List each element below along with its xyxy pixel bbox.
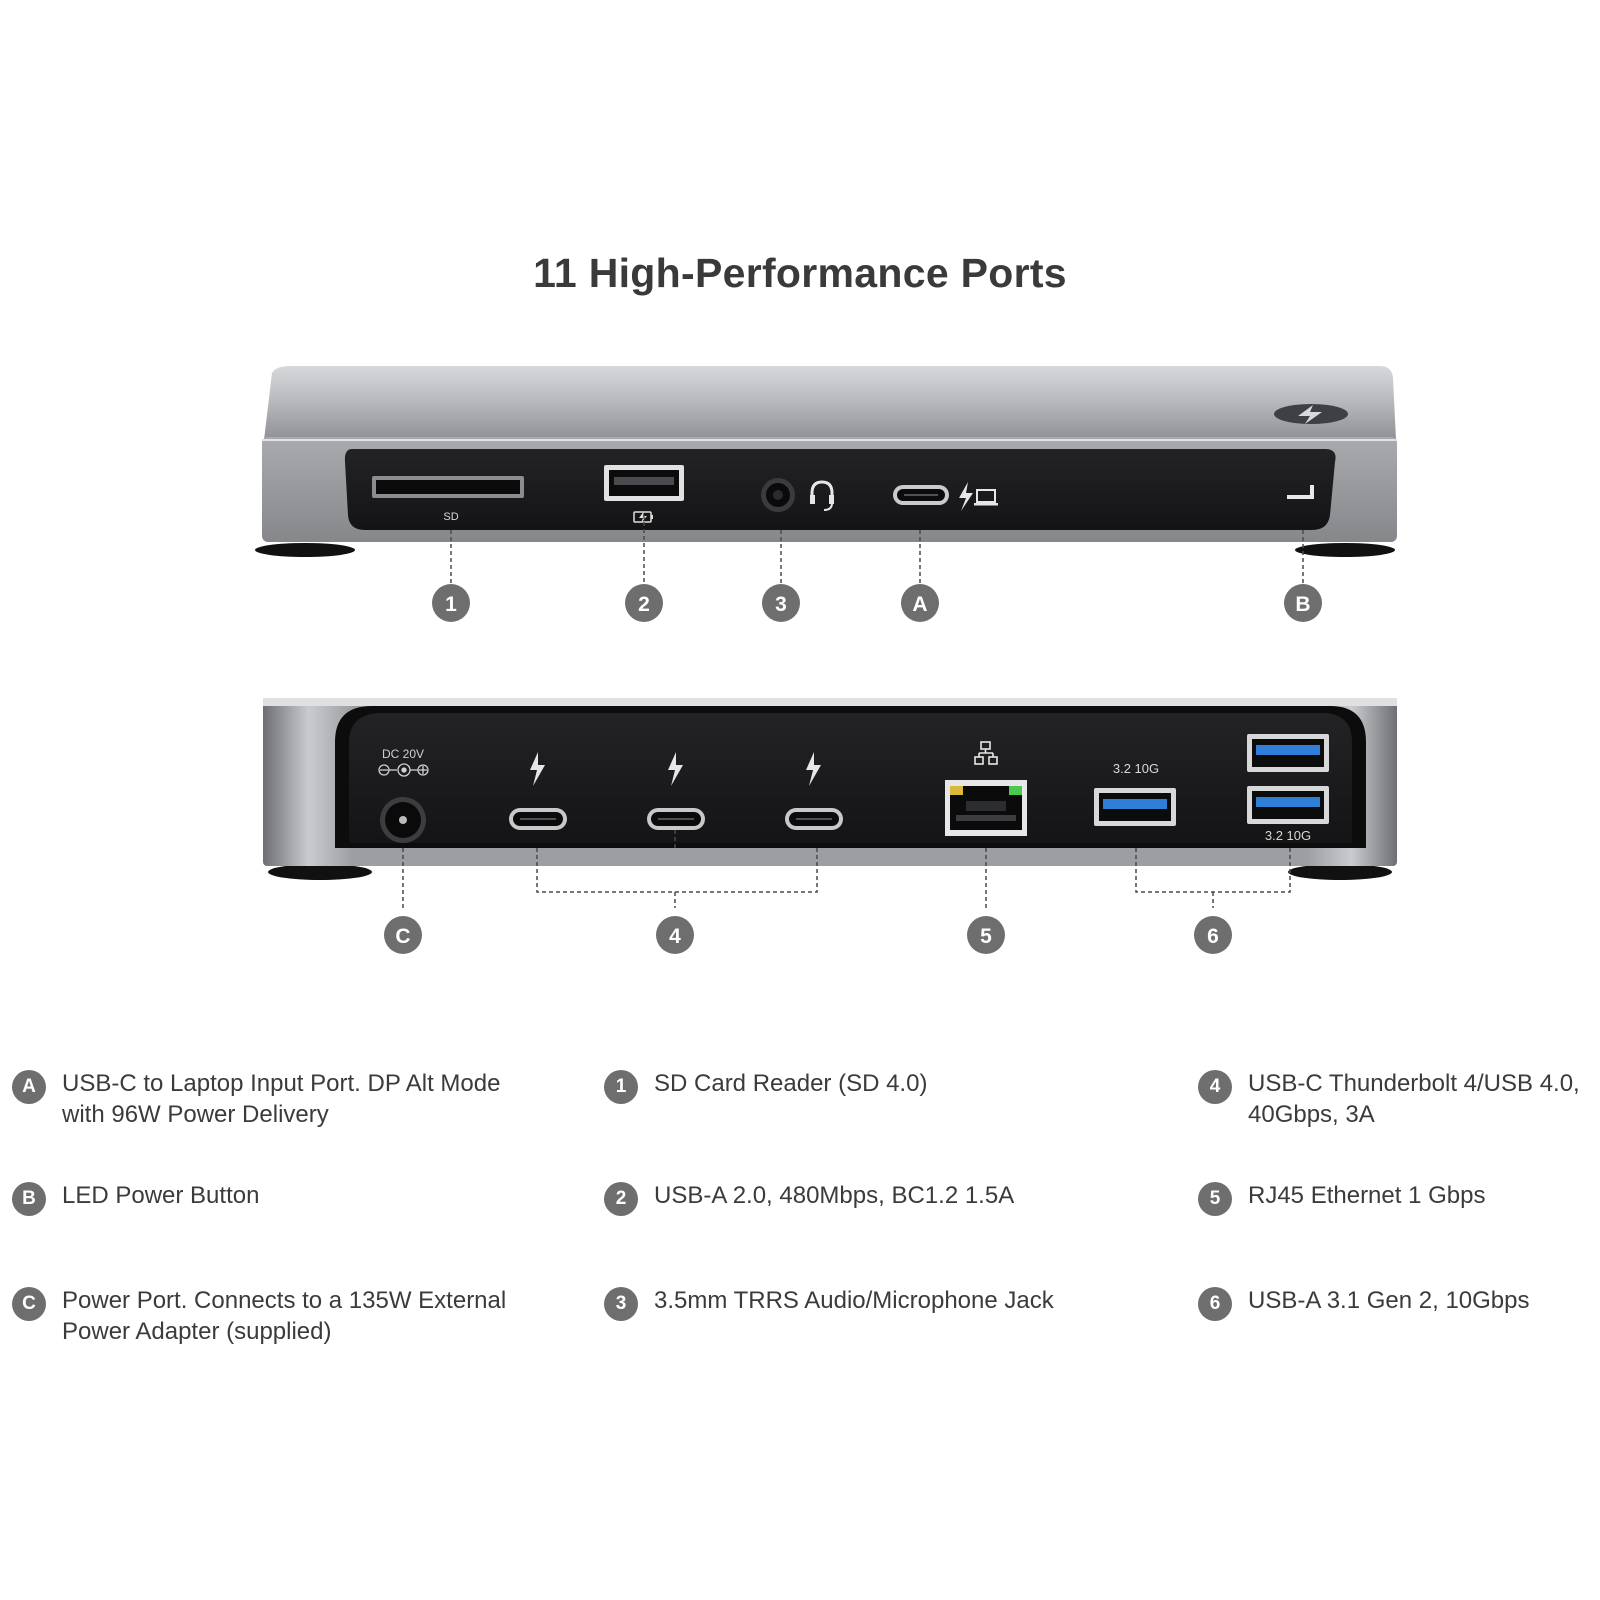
audio-jack[interactable] — [761, 478, 795, 512]
legend-badge: 2 — [604, 1182, 638, 1216]
usb-a-3-port-bottom[interactable] — [1247, 786, 1329, 824]
rear-foot-right — [1288, 864, 1392, 880]
front-foot-left — [255, 543, 355, 557]
legend-text: Power Port. Connects to a 135W External … — [62, 1287, 507, 1345]
legend-text: USB-A 2.0, 480Mbps, BC1.2 1.5A — [654, 1182, 1015, 1209]
callout-6: 6 — [1194, 916, 1232, 954]
callout-4: 4 — [656, 916, 694, 954]
svg-text:A: A — [912, 593, 927, 616]
svg-text:3: 3 — [775, 593, 787, 616]
dc-label: DC 20V — [382, 747, 424, 761]
front-port-panel — [344, 449, 1336, 530]
legend-item-4: 4 USB-C Thunderbolt 4/USB 4.0, 40Gbps, 3… — [1198, 1068, 1580, 1130]
legend-item-a: A USB-C to Laptop Input Port. DP Alt Mod… — [12, 1068, 500, 1130]
svg-text:C: C — [395, 925, 410, 948]
svg-text:1: 1 — [445, 593, 457, 616]
usb-a-3-port-mid[interactable] — [1094, 788, 1176, 826]
legend-item-c: C Power Port. Connects to a 135W Externa… — [12, 1285, 506, 1347]
rear-view: DC 20V — [263, 698, 1397, 880]
legend-item-1: 1 SD Card Reader (SD 4.0) — [604, 1068, 927, 1104]
thunderbolt-icon — [530, 752, 545, 786]
thunderbolt-icon — [668, 752, 683, 786]
legend-item-3: 3 3.5mm TRRS Audio/Microphone Jack — [604, 1285, 1054, 1321]
thunderbolt-port-3[interactable] — [785, 752, 843, 830]
legend-item-2: 2 USB-A 2.0, 480Mbps, BC1.2 1.5A — [604, 1180, 1014, 1216]
dock-diagram: SD — [255, 366, 1397, 954]
svg-text:4: 4 — [669, 925, 681, 948]
callout-c: C — [384, 916, 422, 954]
legend-badge: 3 — [604, 1287, 638, 1321]
svg-text:5: 5 — [980, 925, 992, 948]
callout-b: B — [1284, 584, 1322, 622]
thunderbolt-port-1[interactable] — [509, 752, 567, 830]
headset-icon — [810, 480, 834, 511]
legend-text: LED Power Button — [62, 1182, 260, 1209]
dc-polarity-icon — [378, 763, 429, 777]
callout-1: 1 — [432, 584, 470, 622]
svg-text:2: 2 — [638, 593, 650, 616]
rear-port-panel — [349, 713, 1352, 843]
legend-text: USB-C to Laptop Input Port. DP Alt Mode … — [62, 1070, 501, 1128]
dc-power-port[interactable] — [380, 797, 426, 843]
legend-item-5: 5 RJ45 Ethernet 1 Gbps — [1198, 1180, 1485, 1216]
usb-a-right-speed-label: 3.2 10G — [1265, 828, 1311, 843]
sd-card-slot[interactable] — [372, 476, 524, 498]
rj45-ethernet-port[interactable] — [945, 780, 1027, 836]
usb-a-2-port[interactable] — [604, 465, 684, 501]
thunderbolt-laptop-icon — [959, 482, 998, 511]
page-title: 11 High-Performance Ports — [533, 250, 1067, 296]
legend-text: USB-C Thunderbolt 4/USB 4.0, 40Gbps, 3A — [1248, 1070, 1580, 1128]
front-foot-right — [1295, 543, 1395, 557]
svg-text:6: 6 — [1207, 925, 1219, 948]
legend-badge: 4 — [1198, 1070, 1232, 1104]
legend-text: SD Card Reader (SD 4.0) — [654, 1070, 928, 1097]
legend-badge: A — [12, 1070, 46, 1104]
svg-text:B: B — [1295, 593, 1310, 616]
legend-item-6: 6 USB-A 3.1 Gen 2, 10Gbps — [1198, 1285, 1530, 1321]
thunderbolt-icon — [806, 752, 821, 786]
front-top-surface — [264, 366, 1396, 440]
usb-c-host-port[interactable] — [893, 485, 949, 505]
callout-a: A — [901, 584, 939, 622]
legend-text: USB-A 3.1 Gen 2, 10Gbps — [1248, 1287, 1530, 1314]
callouts: 1 2 3 A B C 4 5 6 — [384, 584, 1322, 954]
callout-5: 5 — [967, 916, 1005, 954]
legend-badge: 1 — [604, 1070, 638, 1104]
usb-a-3-port-top[interactable] — [1247, 734, 1329, 772]
callout-3: 3 — [762, 584, 800, 622]
legend-text: 3.5mm TRRS Audio/Microphone Jack — [654, 1287, 1054, 1314]
rear-foot-left — [268, 864, 372, 880]
sd-label: SD — [443, 511, 458, 523]
network-icon — [974, 741, 998, 765]
legend-badge: C — [12, 1287, 46, 1321]
battery-charge-icon — [633, 511, 653, 523]
legend-badge: B — [12, 1182, 46, 1216]
legend-text: RJ45 Ethernet 1 Gbps — [1248, 1182, 1486, 1209]
callout-2: 2 — [625, 584, 663, 622]
front-view: SD — [255, 366, 1397, 557]
usb-a-mid-speed-label: 3.2 10G — [1113, 761, 1159, 776]
led-power-button[interactable] — [1287, 485, 1314, 499]
legend-item-b: B LED Power Button — [12, 1180, 259, 1216]
thunderbolt-port-2[interactable] — [647, 752, 705, 830]
leader-lines — [402, 515, 1304, 908]
legend-badge: 6 — [1198, 1287, 1232, 1321]
thunderbolt-logo-icon — [1274, 404, 1348, 424]
legend-badge: 5 — [1198, 1182, 1232, 1216]
